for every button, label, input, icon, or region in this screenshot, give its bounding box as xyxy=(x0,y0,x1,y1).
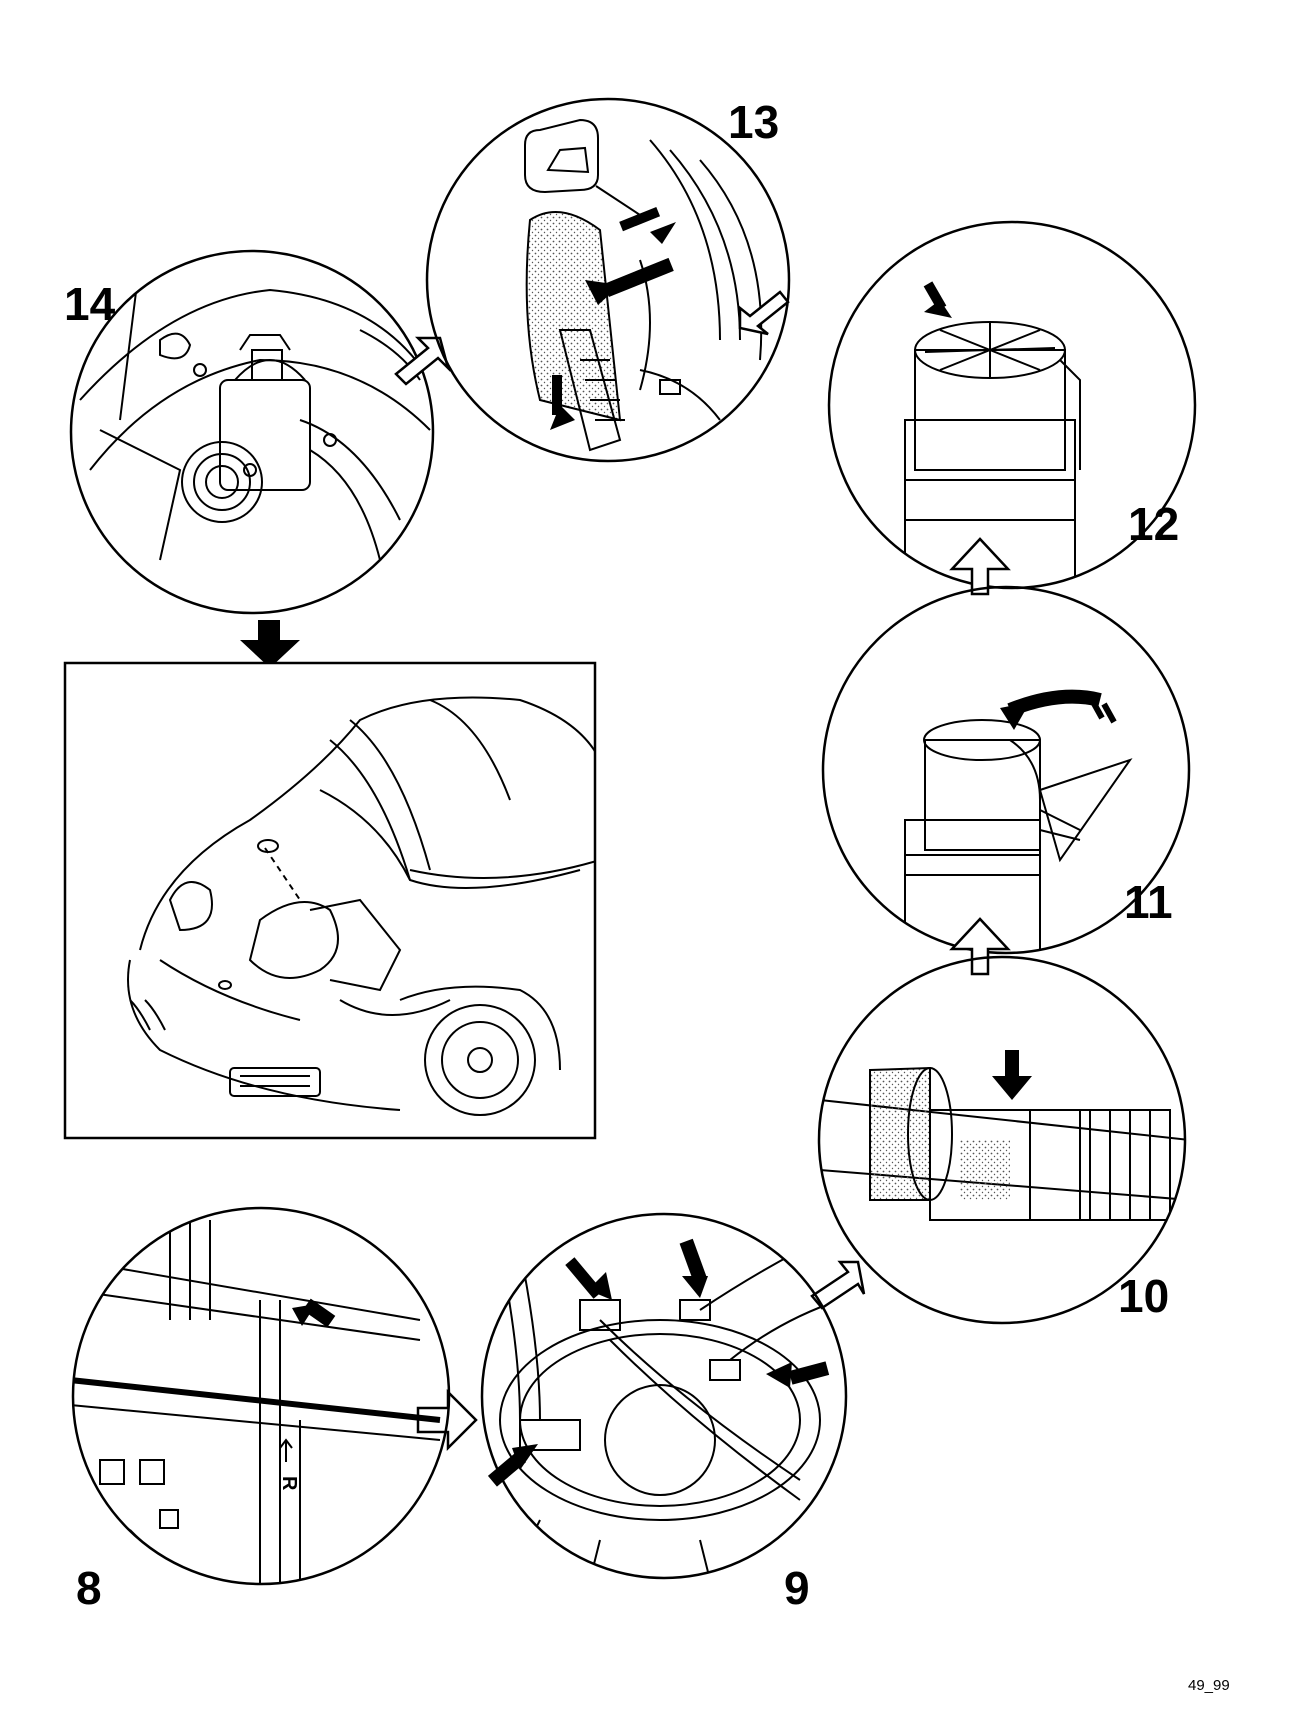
step-11-rotation-arrow xyxy=(1000,702,1030,730)
car-overview-illustration xyxy=(127,696,595,1116)
step-8-illustration xyxy=(71,1206,451,1586)
step-10-pointer-arrow xyxy=(992,1076,1032,1100)
flow-arrow-11-to-12 xyxy=(949,537,1011,596)
flow-arrow-10-to-11 xyxy=(949,917,1011,976)
step-11-rotation-dashes xyxy=(1089,698,1117,724)
step-11-number: 11 xyxy=(1124,876,1173,928)
step-9-pointer-arrows xyxy=(487,1238,830,1487)
step-13-illustration xyxy=(425,97,791,463)
step-8-inset-marking: R xyxy=(278,1476,300,1491)
step-14-number: 14 xyxy=(64,278,116,330)
car-overview-frame xyxy=(63,661,597,1140)
step-11-illustration xyxy=(821,585,1191,955)
flow-arrow-12-to-13 xyxy=(738,290,790,336)
step-8-number: 8 xyxy=(76,1562,102,1614)
step-12-pointer-shaft xyxy=(923,281,947,311)
step-12-illustration xyxy=(827,220,1197,590)
step-9-number: 9 xyxy=(784,1562,810,1614)
step-13-direction-arrows xyxy=(550,206,676,430)
flow-arrow-9-to-10 xyxy=(810,1260,866,1310)
flow-arrow-13-to-14 xyxy=(394,336,451,386)
document-code: 49_99 xyxy=(1188,1677,1230,1694)
flow-arrow-14-to-overview xyxy=(240,620,300,668)
step-14-illustration xyxy=(69,249,435,615)
step-8-pointer-shaft xyxy=(302,1298,336,1328)
step-13-number: 13 xyxy=(728,96,779,148)
step-10-pointer-shaft xyxy=(1005,1050,1019,1078)
step-10-number: 10 xyxy=(1118,1270,1169,1322)
step-9-illustration xyxy=(480,1212,848,1580)
step-12-number: 12 xyxy=(1128,498,1179,550)
step-10-illustration xyxy=(817,955,1187,1325)
step-8-inset-direction-arrow xyxy=(279,1438,293,1462)
